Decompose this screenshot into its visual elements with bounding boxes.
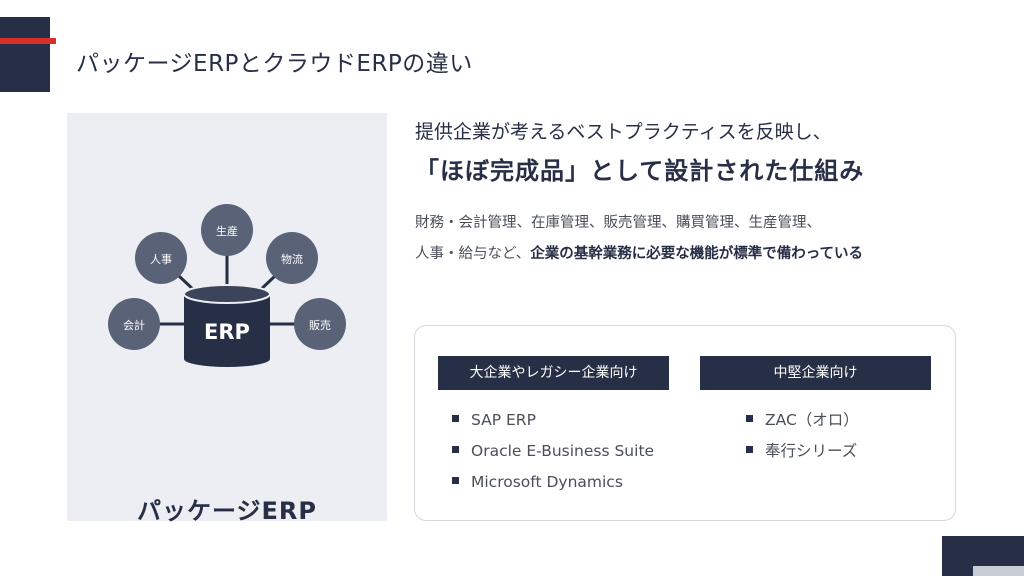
enterprise-column-header: 大企業やレガシー企業向け [438, 356, 669, 390]
midsize-vendor-list: ZAC（オロ） 奉行シリーズ [746, 405, 859, 467]
node-label: 生産 [216, 224, 238, 238]
node-label: 人事 [150, 253, 172, 266]
slide-title: パッケージERPとクラウドERPの違い [76, 51, 473, 77]
description-line2-plain: 人事・給与など、 [415, 246, 531, 262]
description: 財務・会計管理、在庫管理、販売管理、購買管理、生産管理、 人事・給与など、企業の… [415, 208, 863, 270]
corner-decoration [0, 17, 50, 92]
description-line2: 人事・給与など、企業の基幹業務に必要な機能が標準で備わっている [415, 239, 863, 270]
list-item-label: SAP ERP [471, 411, 536, 429]
node-production: 生産 [201, 204, 253, 256]
bullet-square-icon [746, 446, 753, 453]
list-item-label: Oracle E-Business Suite [471, 442, 655, 460]
footer-decoration-line [973, 566, 1024, 576]
node-hr: 人事 [135, 232, 187, 284]
erp-database-icon: ERP [183, 284, 271, 367]
erp-diagram-panel: ERP 生産 人事 物流 会計 販売 パッケージERP [67, 113, 387, 525]
bullet-square-icon [746, 415, 753, 422]
node-logistics: 物流 [266, 232, 318, 284]
bullet-square-icon [452, 415, 459, 422]
lead-text-line2: 「ほぼ完成品」として設計された仕組み [415, 157, 865, 185]
list-item: ZAC（オロ） [746, 405, 859, 436]
list-item: Oracle E-Business Suite [452, 436, 654, 467]
enterprise-vendor-list: SAP ERP Oracle E-Business Suite Microsof… [452, 405, 654, 498]
bullet-square-icon [452, 446, 459, 453]
diagram-caption: パッケージERP [137, 497, 317, 525]
list-item: Microsoft Dynamics [452, 467, 654, 498]
node-label: 会計 [123, 318, 145, 332]
list-item-label: 奉行シリーズ [765, 442, 858, 460]
description-line2-bold: 企業の基幹業務に必要な機能が標準で備わっている [530, 246, 864, 262]
list-item: SAP ERP [452, 405, 654, 436]
node-label: 販売 [309, 319, 331, 332]
bullet-square-icon [452, 477, 459, 484]
list-item-label: Microsoft Dynamics [471, 473, 623, 491]
node-label: 物流 [281, 252, 303, 266]
vendor-card: 大企業やレガシー企業向け SAP ERP Oracle E-Business S… [414, 325, 956, 521]
description-line1: 財務・会計管理、在庫管理、販売管理、購買管理、生産管理、 [415, 215, 821, 231]
corner-accent-bar [0, 38, 56, 44]
node-accounting: 会計 [108, 298, 160, 350]
node-sales: 販売 [294, 298, 346, 350]
lead-text-line1: 提供企業が考えるベストプラクティスを反映し、 [415, 121, 832, 143]
list-item: 奉行シリーズ [746, 436, 859, 467]
list-item-label: ZAC（オロ） [765, 411, 859, 429]
midsize-column-header: 中堅企業向け [700, 356, 931, 390]
erp-center-label: ERP [204, 320, 250, 344]
erp-hub-diagram: ERP 生産 人事 物流 会計 販売 [108, 204, 346, 367]
